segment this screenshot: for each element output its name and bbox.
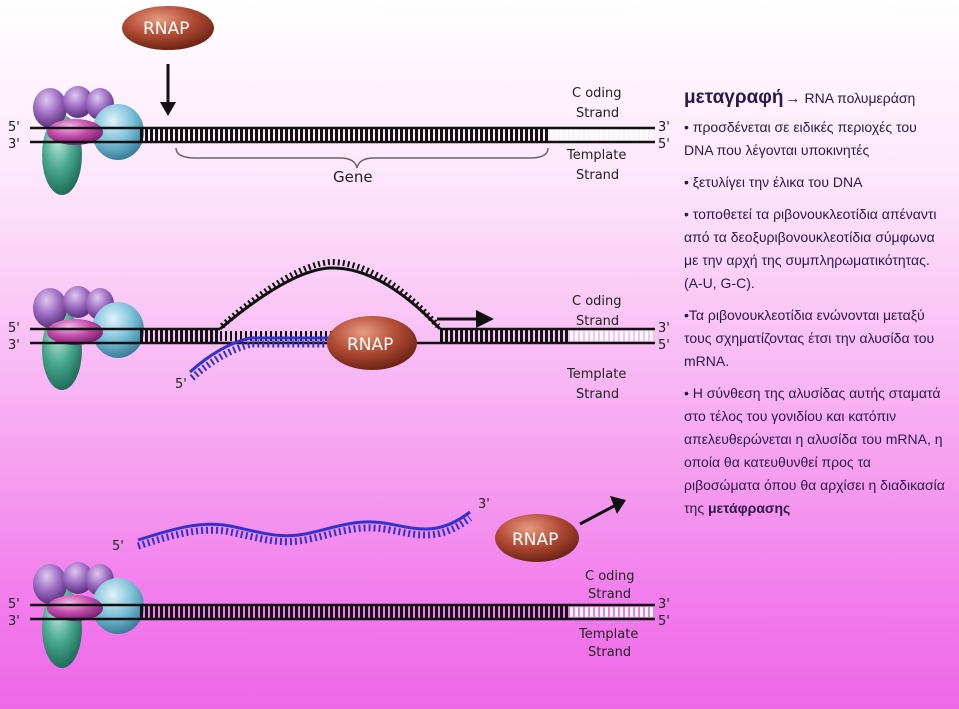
title-line: μεταγραφή→RNA πολυμεράση	[684, 86, 946, 110]
five-prime-right-3: 5'	[658, 614, 670, 629]
down-arrow-icon	[160, 64, 176, 116]
template-strand-label-2a: Template	[566, 367, 626, 382]
bullet-5-bold: μετάφρασης	[707, 500, 791, 516]
gene-label: Gene	[333, 168, 373, 186]
rna-strand-2	[188, 336, 340, 381]
coding-strand-label-1a: C oding	[572, 86, 622, 101]
panel-1: Gene RNAP 5' 3' 3' 5' C oding Strand Tem…	[8, 6, 670, 195]
five-prime-left-3: 5'	[8, 597, 20, 612]
explanation-text-panel: μεταγραφή→RNA πολυμεράση • προσδένεται σ…	[684, 86, 946, 529]
transcription-diagram: Gene RNAP 5' 3' 3' 5' C oding Strand Tem…	[8, 6, 670, 668]
protein-complex-1	[33, 86, 144, 195]
coding-strand-label-1b: Strand	[576, 106, 619, 121]
template-strand-label-3a: Template	[578, 627, 638, 642]
rnap-3: RNAP	[495, 514, 579, 562]
mrna-strand-3	[136, 510, 473, 550]
bullet-1: • προσδένεται σε ειδικές περιοχές του DN…	[684, 119, 917, 158]
bullet-5-text: • Η σύνθεση της αλυσίδας αυτής σταματά σ…	[684, 385, 945, 516]
coding-strand-label-3a: C oding	[585, 569, 635, 584]
title: μεταγραφή	[684, 87, 784, 108]
rnap-label: RNAP	[347, 335, 393, 355]
rnap-label: RNAP	[143, 19, 189, 39]
five-prime-rna-3: 5'	[112, 539, 124, 554]
three-prime-right-1: 3'	[658, 120, 670, 135]
template-strand-label-2b: Strand	[576, 387, 619, 402]
rnap-2: RNAP	[327, 316, 417, 370]
diagonal-arrow-icon	[579, 496, 626, 526]
three-prime-left-1: 3'	[8, 137, 20, 152]
dna-double-strand-3	[30, 603, 655, 621]
dna-double-strand-1	[30, 126, 655, 144]
title-rest: RNA πολυμεράση	[804, 90, 916, 106]
protein-complex-2	[33, 286, 144, 390]
three-prime-left-3: 3'	[8, 614, 20, 629]
three-prime-left-2: 3'	[8, 338, 20, 353]
bullet-2: • ξετυλίγει την έλικα του DNA	[684, 174, 863, 190]
five-prime-right-1: 5'	[658, 137, 670, 152]
gene-brace	[175, 147, 549, 169]
three-prime-right-3: 3'	[658, 597, 670, 612]
dna-double-strand-2	[30, 258, 655, 345]
template-strand-label-1a: Template	[566, 148, 626, 163]
five-prime-left-1: 5'	[8, 120, 20, 135]
coding-strand-label-2a: C oding	[572, 294, 622, 309]
three-prime-right-2: 3'	[658, 321, 670, 336]
five-prime-right-2: 5'	[658, 338, 670, 353]
right-arrow-icon	[437, 310, 494, 328]
rnap-label: RNAP	[512, 530, 558, 550]
template-strand-label-1b: Strand	[576, 168, 619, 183]
panel-3: 5' 3' RNAP 5' 3' 3' 5' C oding Strand Te…	[8, 496, 670, 668]
protein-complex-3	[33, 562, 144, 668]
rnap-1: RNAP	[122, 6, 214, 50]
coding-strand-label-3b: Strand	[588, 587, 631, 602]
five-prime-left-2: 5'	[8, 321, 20, 336]
five-prime-rna-2: 5'	[175, 377, 187, 392]
right-arrow-icon: →	[785, 90, 801, 107]
three-prime-rna-3: 3'	[478, 497, 490, 512]
panel-2: 5' RNAP 5' 3' 3' 5' C oding Strand Templ…	[8, 258, 670, 402]
template-strand-label-3b: Strand	[588, 645, 631, 660]
bullet-5: • Η σύνθεση της αλυσίδας αυτής σταματά σ…	[684, 382, 946, 520]
bullet-4: •Τα ριβονουκλεοτίδια ενώνονται μεταξύ το…	[684, 307, 935, 369]
bullet-3: • τοποθετεί τα ριβονουκλεοτίδια απέναντι…	[684, 206, 937, 291]
coding-strand-label-2b: Strand	[576, 314, 619, 329]
